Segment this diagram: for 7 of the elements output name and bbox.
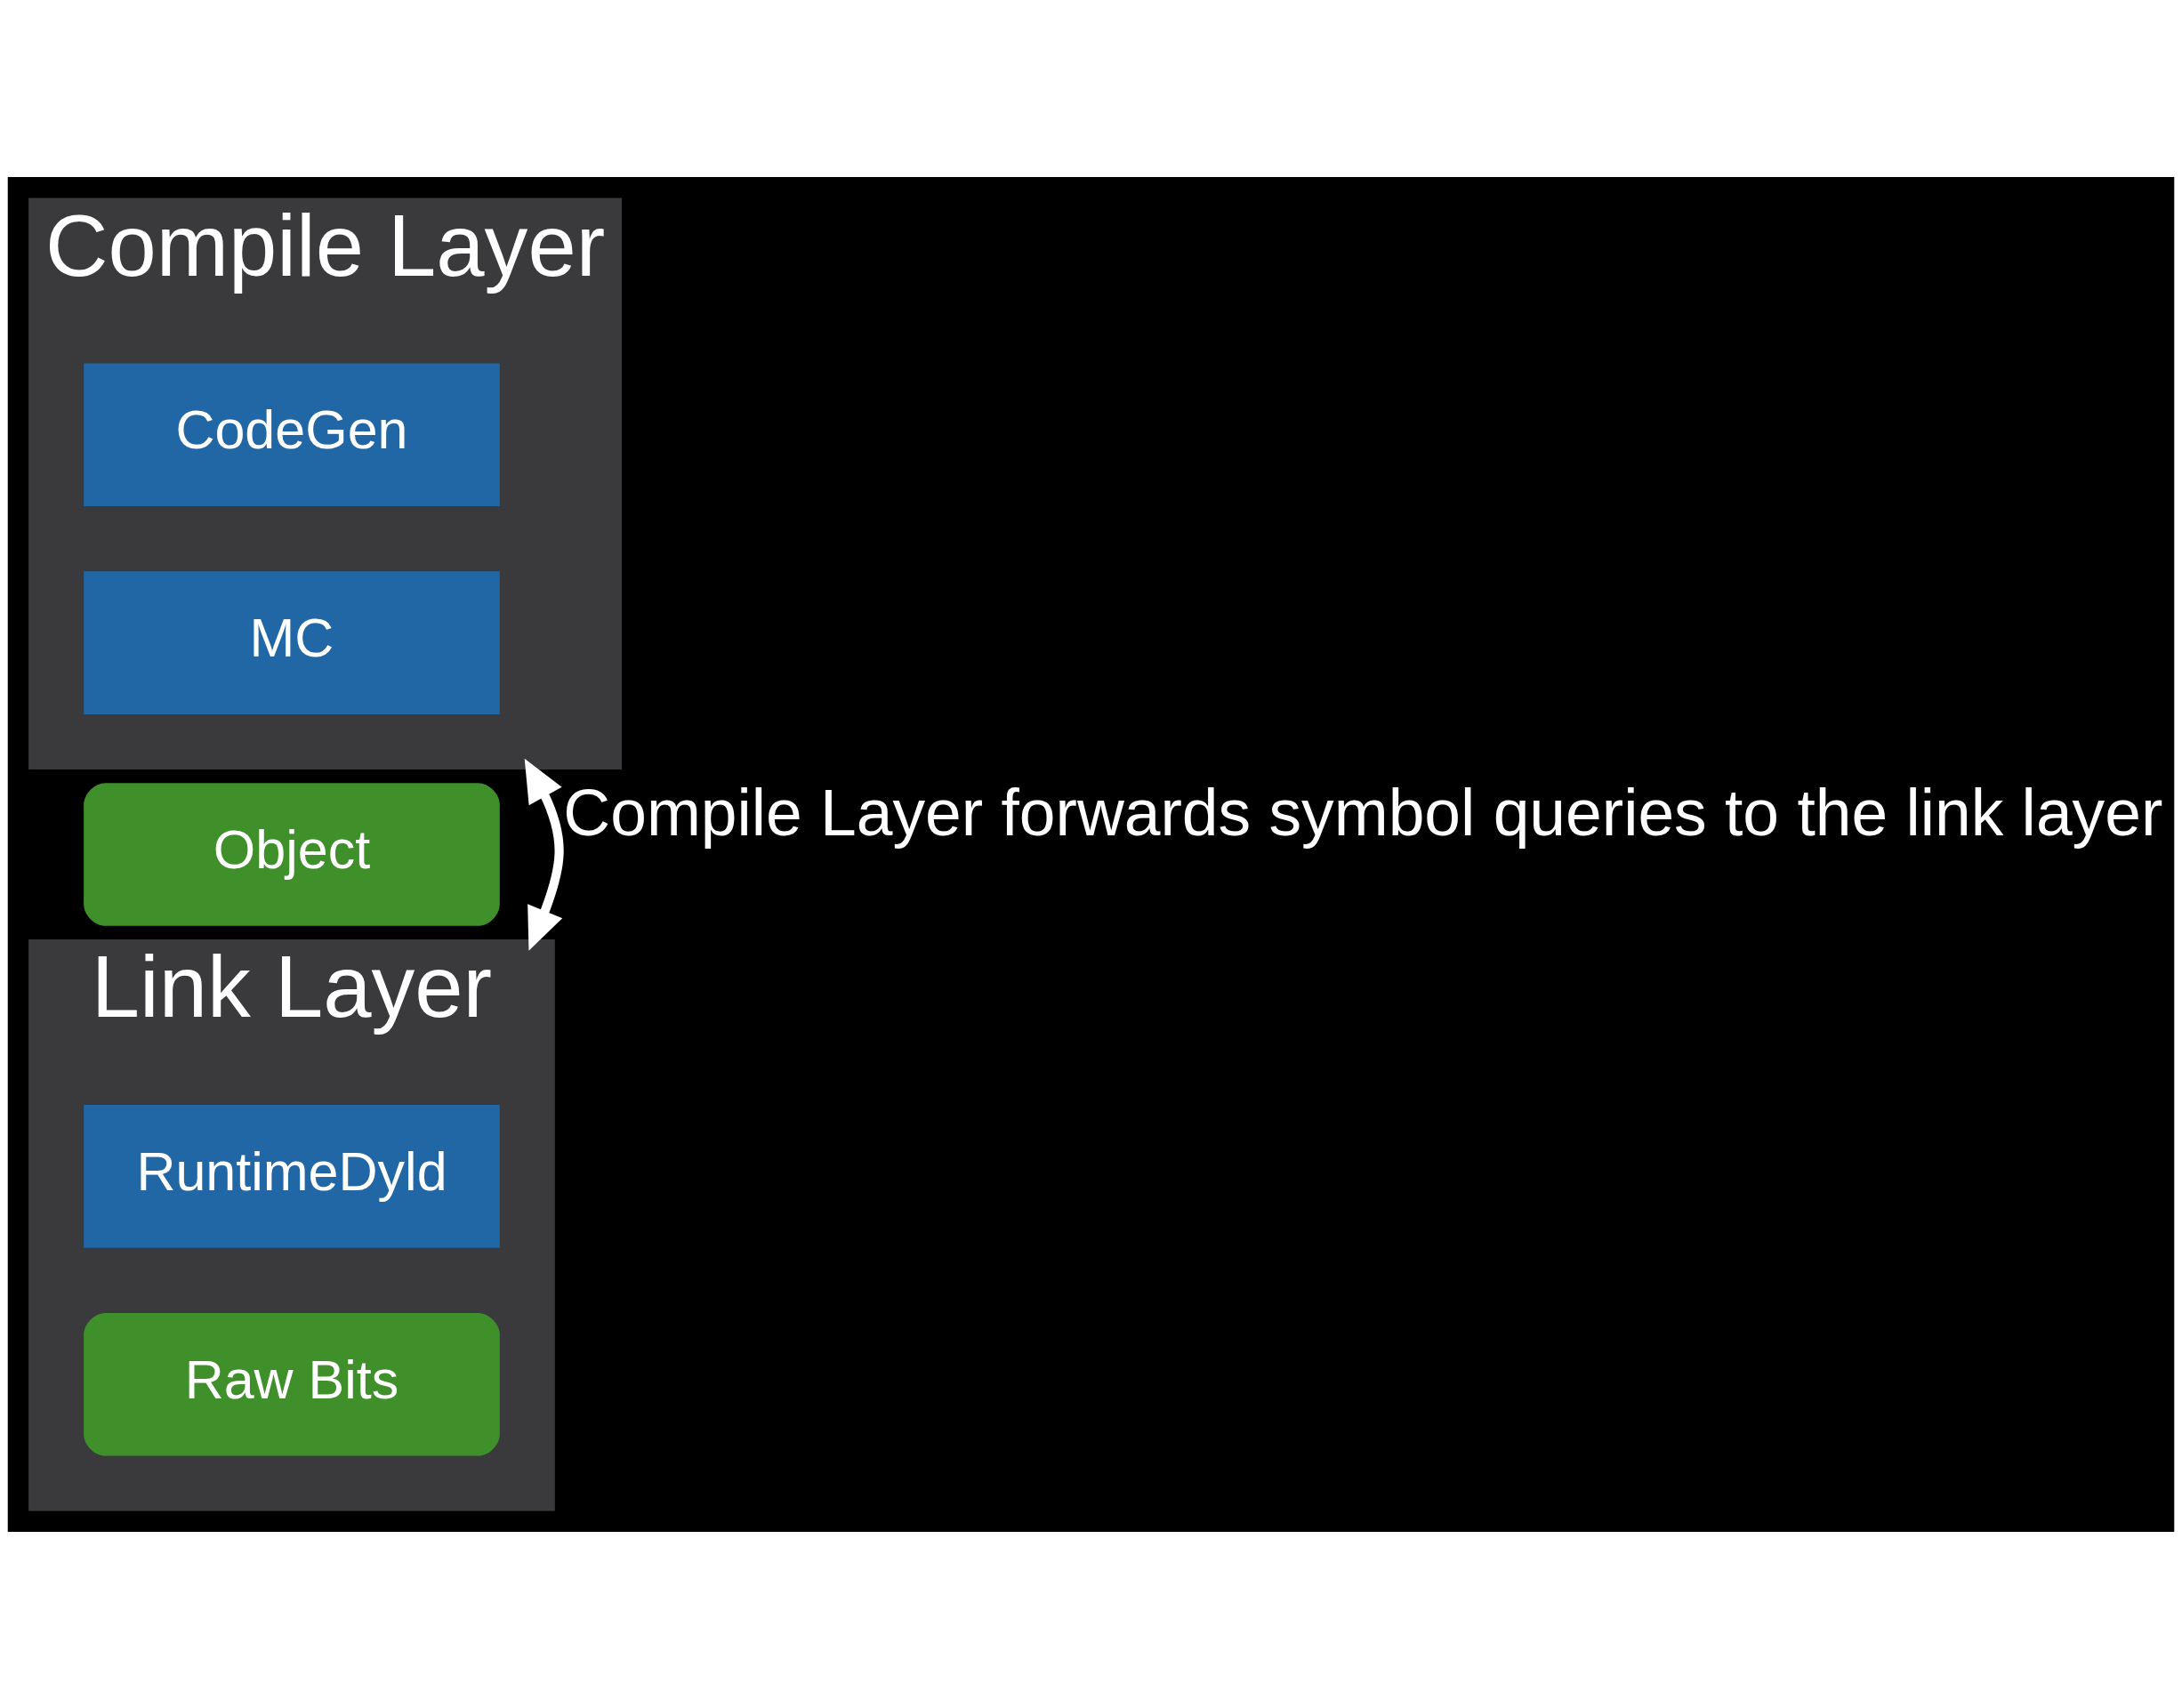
arrow [524,758,564,951]
edge-label: Compile Layer forwards symbol queries to the link layer [563,776,2163,850]
node-box: Raw Bits [84,1312,500,1456]
node-box: CodeGen [84,362,500,506]
node-box: MC [84,570,500,714]
node-box: Object [84,782,500,926]
node-box: RuntimeDyld [84,1104,500,1248]
